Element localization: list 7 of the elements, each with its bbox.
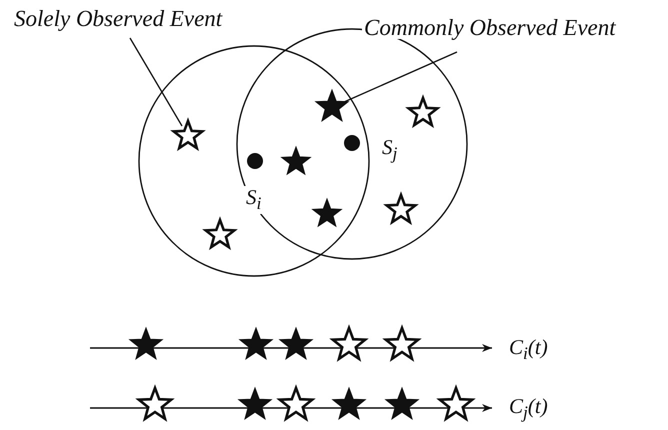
callout-label: Solely Observed Event <box>12 7 224 30</box>
hollow-star-icon <box>171 119 205 153</box>
axis-label: C$_{i}$(t) <box>509 337 548 363</box>
callout-label: Commonly Observed Event <box>362 16 618 39</box>
leader-line <box>344 51 458 103</box>
axis-label: C$_{j}$(t) <box>509 396 548 422</box>
sensor-label: S$_{i}$ <box>244 186 264 214</box>
